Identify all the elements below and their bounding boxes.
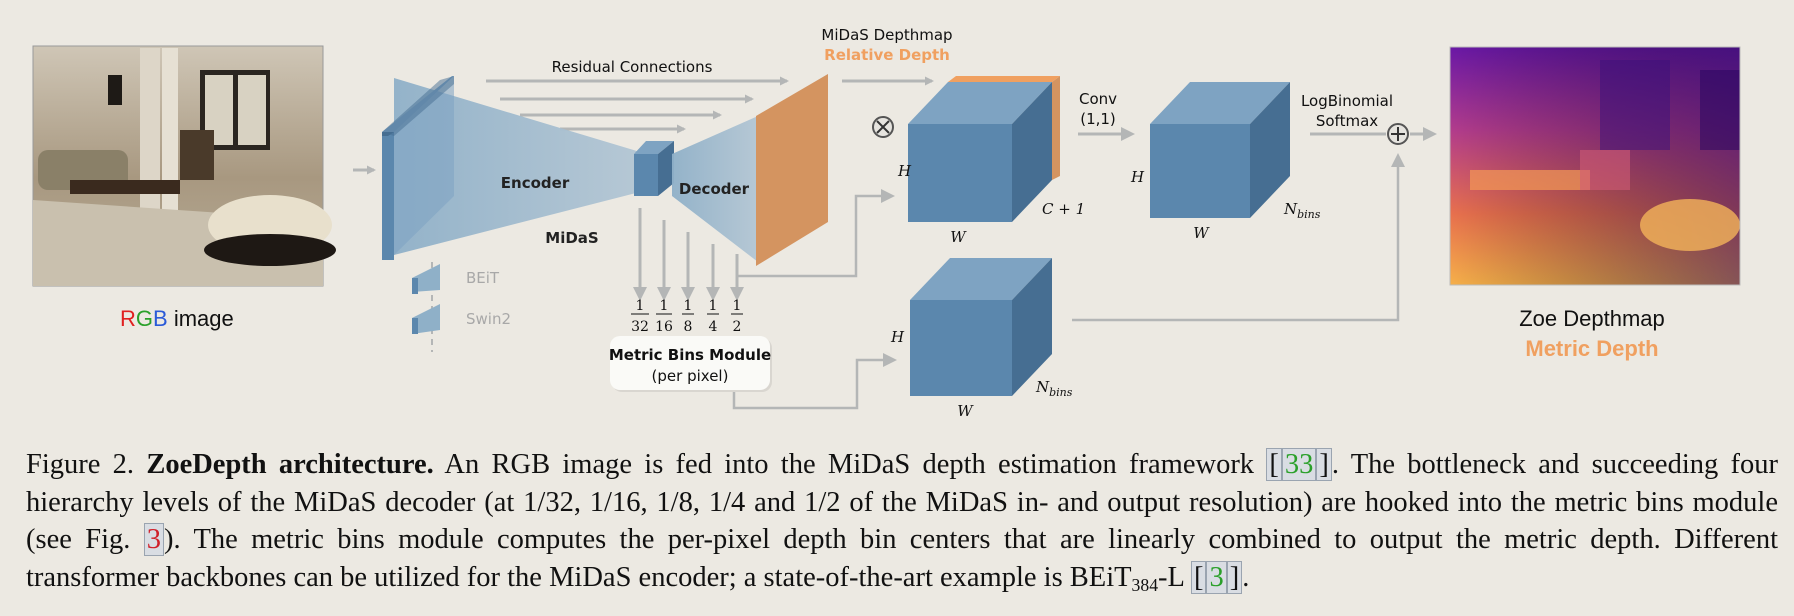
fraction-1-2: 12	[731, 298, 743, 335]
rgb-input-image	[32, 45, 336, 287]
midas-bottleneck	[634, 141, 674, 196]
bin-centers-arrow	[1072, 153, 1405, 322]
block-c-nbins-label: Nbins	[1035, 378, 1073, 399]
resolution-fractions: 132 116 18 14 12	[631, 298, 743, 335]
midas-depthmap-label: MiDaS Depthmap	[821, 26, 952, 44]
feature-block-c1	[908, 76, 1060, 222]
block-c-w-label: W	[957, 402, 974, 420]
svg-text:1: 1	[709, 298, 718, 314]
softmax-label: Softmax	[1316, 112, 1378, 130]
swin2-label: Swin2	[466, 310, 511, 328]
midas-label: MiDaS	[545, 229, 598, 247]
block-a-w-label: W	[950, 228, 967, 246]
caption-text-1: An RGB image is fed into the MiDaS depth…	[433, 449, 1267, 480]
multiply-icon	[872, 116, 894, 138]
residual-connections-label: Residual Connections	[552, 58, 713, 76]
logbinomial-label: LogBinomial	[1301, 92, 1393, 110]
block-b-nbins-label: Nbins	[1283, 200, 1321, 221]
plus-icon	[1387, 123, 1409, 145]
block-b-w-label: W	[1193, 224, 1210, 242]
metric-bins-title: Metric Bins Module	[609, 346, 771, 364]
caption-subscript-384: 384	[1131, 574, 1159, 595]
svg-text:1: 1	[684, 298, 693, 314]
residual-connection-arrows	[486, 76, 789, 134]
architecture-diagram: RGB image Residual Connections Encoder D…	[32, 26, 1741, 420]
svg-text:16: 16	[655, 319, 673, 335]
fraction-1-16: 116	[655, 298, 673, 335]
svg-text:1: 1	[733, 298, 742, 314]
beit-label: BEiT	[466, 269, 500, 287]
decoder-label: Decoder	[679, 180, 750, 198]
metric-bins-subtitle: (per pixel)	[652, 367, 729, 385]
encoder-label: Encoder	[501, 174, 570, 192]
svg-text:32: 32	[631, 319, 649, 335]
feature-block-nbins-bottom	[910, 258, 1052, 396]
caption-title: ZoeDepth architecture.	[146, 449, 434, 480]
caption-text-3: ). The metric bins module computes the p…	[26, 524, 1778, 593]
conv-label: Conv	[1079, 90, 1117, 108]
figure-caption: Figure 2. ZoeDepth architecture. An RGB …	[26, 446, 1778, 596]
fraction-1-32: 132	[631, 298, 649, 335]
relative-depth-plane	[756, 74, 828, 266]
fraction-1-4: 14	[707, 298, 719, 335]
svg-text:2: 2	[733, 319, 742, 335]
caption-text-2: . The bottleneck and succeeding four hie…	[26, 449, 1778, 555]
conv-kernel-label: (1,1)	[1080, 110, 1116, 128]
block-b-h-label: H	[1130, 168, 1145, 186]
svg-text:4: 4	[709, 319, 718, 335]
feature-block-nbins-top	[1150, 82, 1290, 218]
citation-33[interactable]: [33]	[1266, 448, 1332, 481]
caption-lead: Figure 2.	[26, 449, 147, 480]
rgb-image-label: RGB image	[120, 306, 234, 331]
midas-encoder	[382, 76, 640, 260]
block-c-h-label: H	[890, 328, 905, 346]
svg-text:1: 1	[660, 298, 669, 314]
block-a-h-label: H	[897, 162, 912, 180]
backbone-options	[412, 262, 440, 352]
zoe-depthmap-image	[1449, 46, 1741, 286]
caption-text-4: -L	[1158, 561, 1191, 593]
metric-bins-module	[610, 336, 772, 392]
relative-depth-label: Relative Depth	[824, 46, 950, 64]
hierarchy-arrows	[633, 189, 895, 301]
block-a-c1-label: C + 1	[1042, 200, 1085, 218]
figure-ref-3[interactable]: 3	[143, 523, 164, 556]
caption-text-5: .	[1242, 561, 1250, 593]
citation-3[interactable]: [3]	[1190, 560, 1243, 594]
fraction-1-8: 18	[682, 298, 694, 335]
metric-bins-arrow	[732, 353, 897, 410]
metric-depth-label: Metric Depth	[1525, 336, 1658, 361]
svg-text:8: 8	[684, 319, 693, 335]
svg-text:1: 1	[636, 298, 645, 314]
zoe-depthmap-label: Zoe Depthmap	[1519, 306, 1665, 331]
